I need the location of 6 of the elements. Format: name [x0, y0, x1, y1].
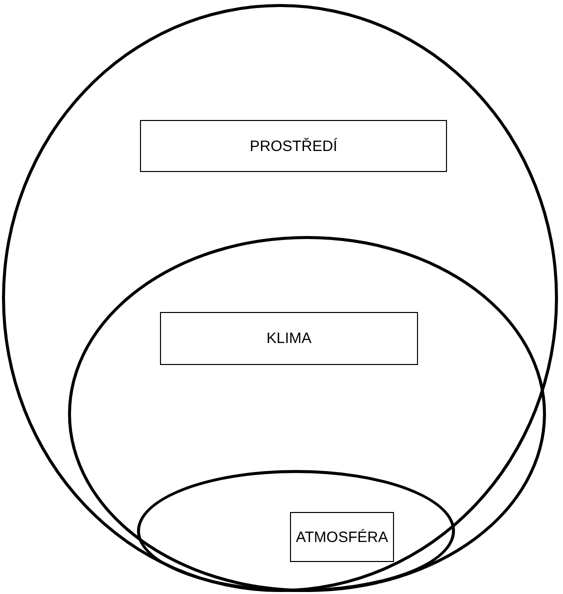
label-box: PROSTŘEDÍ — [140, 120, 447, 172]
label-box: KLIMA — [160, 312, 418, 365]
oval-region — [68, 236, 546, 592]
label-box: ATMOSFÉRA — [290, 512, 394, 562]
oval-region — [137, 470, 455, 592]
oval-region — [2, 4, 558, 592]
